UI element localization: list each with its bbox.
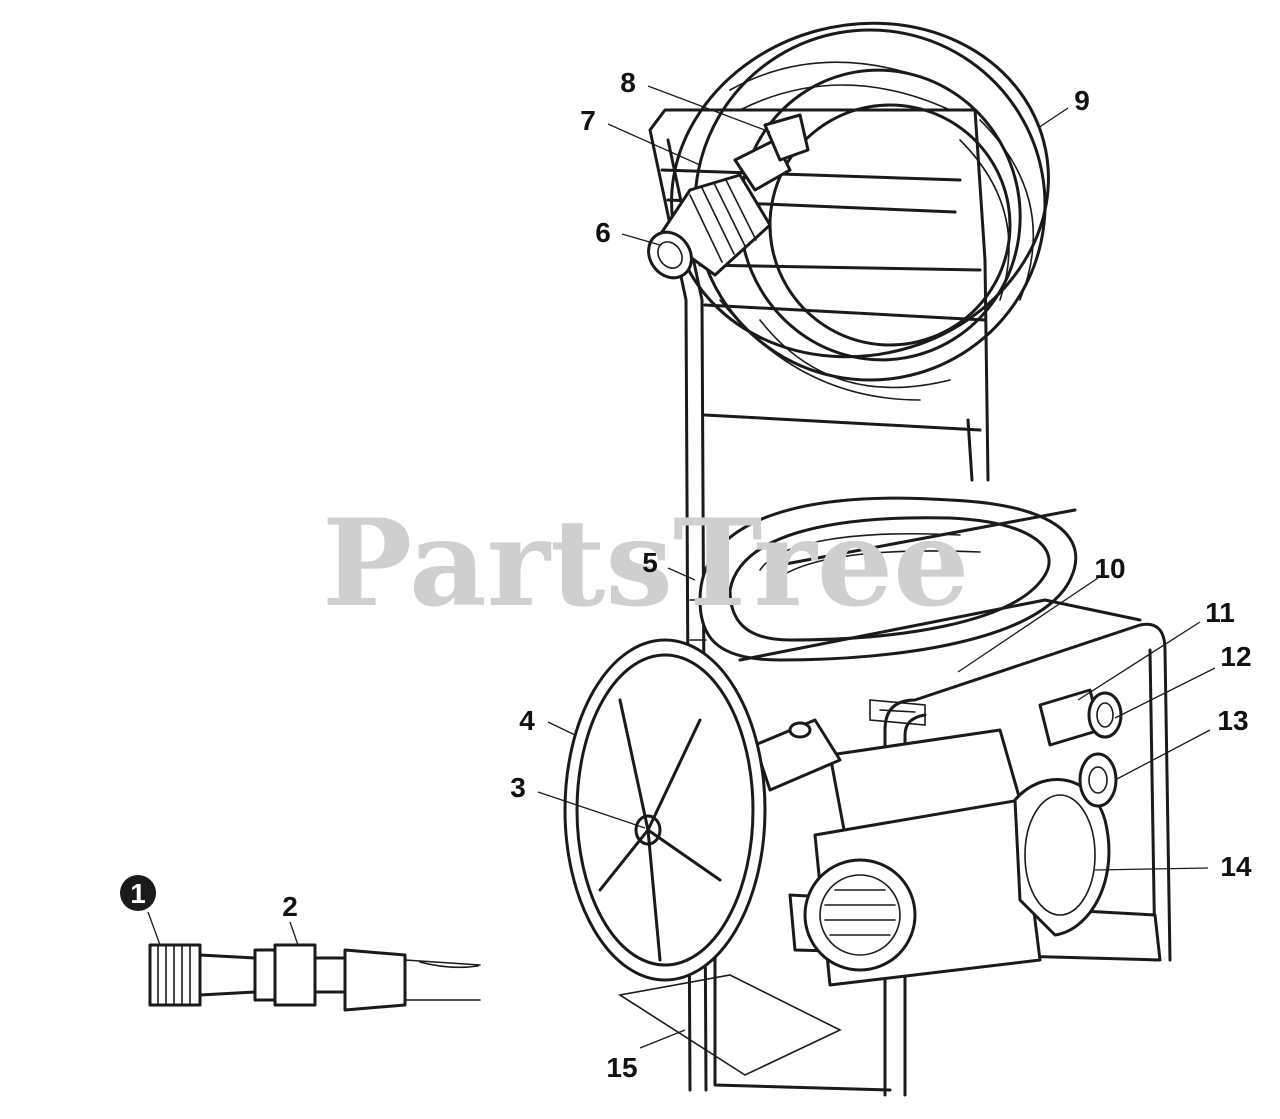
discharge-hose <box>698 496 1078 662</box>
leader-lines <box>147 85 1216 1049</box>
callout-7: 7 <box>580 105 596 136</box>
callout-2: 2 <box>282 891 298 922</box>
callout-1: 1 <box>130 878 146 909</box>
footprint <box>617 974 842 1076</box>
watermark: PartsTree <box>322 493 969 634</box>
pump-housing <box>1013 688 1123 937</box>
nozzle-detail <box>148 943 481 1012</box>
callout-14: 14 <box>1220 851 1252 882</box>
callout-4: 4 <box>519 705 535 736</box>
wheel <box>563 638 767 982</box>
engine <box>753 699 1042 987</box>
callout-9: 9 <box>1074 85 1090 116</box>
callout-8: 8 <box>620 67 636 98</box>
callout-13: 13 <box>1217 705 1248 736</box>
callout-6: 6 <box>595 217 611 248</box>
callout-1-badge <box>120 875 156 911</box>
callout-5: 5 <box>642 547 658 578</box>
callouts: 1 2 3 4 5 6 7 8 9 10 11 12 13 14 15 <box>120 67 1252 1083</box>
hose-strainer <box>647 113 810 280</box>
callout-10: 10 <box>1094 553 1125 584</box>
callout-12: 12 <box>1220 641 1251 672</box>
callout-3: 3 <box>510 772 526 803</box>
callout-15: 15 <box>606 1052 637 1083</box>
callout-11: 11 <box>1205 597 1235 628</box>
